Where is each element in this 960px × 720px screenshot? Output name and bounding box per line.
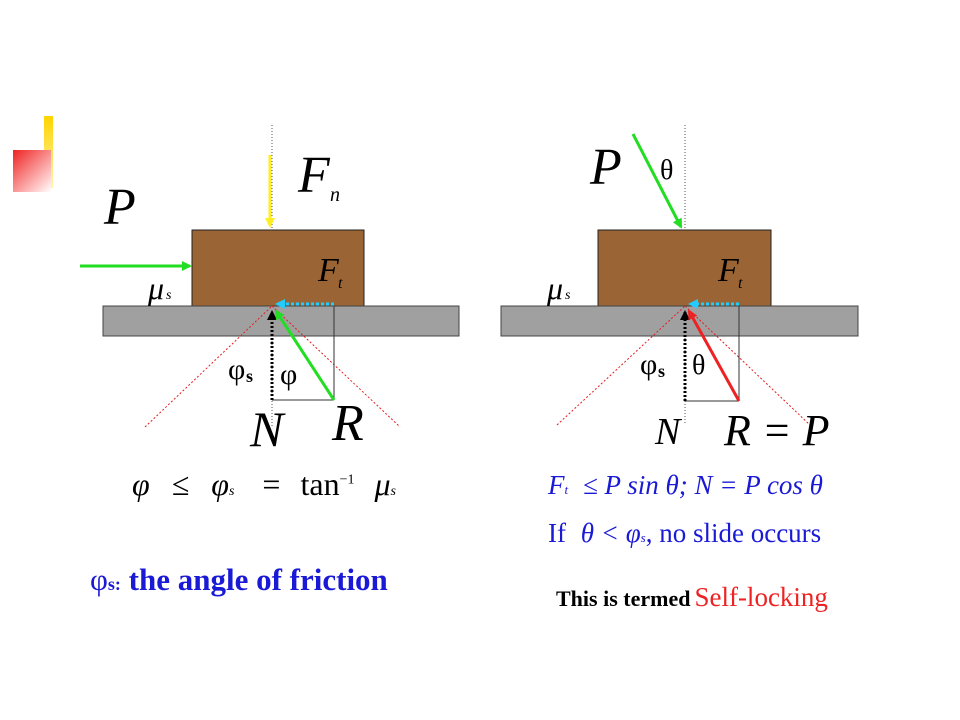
- right-ground: [500, 305, 859, 337]
- left-label-phi-s-subscript: s: [246, 366, 254, 386]
- right-formula-1: Ft ≤ P sin θ; N = P cos θ: [548, 470, 823, 501]
- decor-red-square: [13, 150, 51, 192]
- left-label-mu: μ: [148, 270, 165, 306]
- right-friction-cone-left: [556, 305, 686, 426]
- formula2-if: If: [548, 518, 566, 548]
- right-label-R-equals-P: R = P: [724, 406, 830, 455]
- right-label-Ft: F: [718, 252, 739, 289]
- right-formula-2: If θ < φs, no slide occurs: [548, 518, 821, 549]
- caption-text: the angle of friction: [128, 562, 388, 597]
- left-friction-cone-right: [271, 305, 401, 428]
- right-label-phi-s: φ: [640, 348, 658, 381]
- formula1-Ft: F: [548, 470, 565, 500]
- right-label-N: N: [655, 411, 681, 453]
- angle-of-friction-caption: φs: the angle of friction: [90, 562, 388, 598]
- right-label-mu: μ: [547, 270, 564, 306]
- right-label-Ft-subscript: t: [738, 275, 743, 292]
- formula-leq: ≤: [171, 466, 190, 502]
- formula-phi: φ: [132, 466, 150, 502]
- right-label-P: P: [590, 139, 622, 196]
- left-label-R: R: [332, 395, 364, 452]
- left-friction-cone-left: [144, 305, 273, 428]
- right-friction-cone-right: [684, 305, 811, 426]
- note-prefix: This is termed: [556, 586, 691, 611]
- left-diagram: [80, 125, 460, 428]
- formula-tan-inverse: −1: [339, 472, 355, 488]
- left-label-Fn: F: [298, 147, 330, 204]
- right-force-R-arrow: [687, 309, 741, 402]
- left-block: [191, 229, 365, 307]
- right-label-phi-s-subscript: s: [658, 361, 666, 381]
- left-label-mu-subscript: s: [166, 288, 172, 303]
- formula-phi-s-subscript: s: [228, 484, 235, 499]
- left-label-Ft-subscript: t: [338, 275, 343, 292]
- formula-mu: μ: [374, 466, 391, 502]
- self-locking-note: This is termed Self-locking: [556, 582, 828, 613]
- left-label-Fn-subscript: n: [330, 184, 340, 206]
- formula1-rest: ≤ P sin θ; N = P cos θ: [582, 470, 823, 500]
- left-label-phi-s: φ: [228, 353, 246, 386]
- left-label-P: P: [104, 179, 136, 236]
- right-diagram: [500, 125, 859, 426]
- left-label-phi: φ: [280, 358, 298, 391]
- left-formula: φ ≤ φs = tan−1 μs: [132, 466, 396, 503]
- left-label-Ft: F: [318, 252, 339, 289]
- caption-phi-subscript: s:: [107, 574, 121, 594]
- formula-phi-s: φ: [211, 466, 229, 502]
- right-force-P-arrow: [631, 133, 683, 229]
- formula1-Ft-subscript: t: [564, 482, 569, 497]
- left-force-R-arrow: [274, 309, 336, 401]
- formula2-subscript: s: [640, 530, 646, 545]
- formula-tan: tan: [300, 466, 340, 502]
- caption-phi: φ: [90, 562, 108, 597]
- right-label-theta-top: θ: [660, 155, 674, 186]
- right-label-mu-subscript: s: [565, 288, 571, 303]
- formula2-rest: , no slide occurs: [645, 518, 822, 548]
- formula2-condition: θ < φ: [580, 518, 641, 548]
- formula-eq: =: [262, 466, 281, 502]
- note-highlight: Self-locking: [694, 582, 828, 612]
- formula-mu-subscript: s: [390, 484, 396, 499]
- right-block: [597, 229, 772, 307]
- right-label-theta-bottom: θ: [692, 350, 706, 381]
- left-label-N: N: [250, 401, 284, 457]
